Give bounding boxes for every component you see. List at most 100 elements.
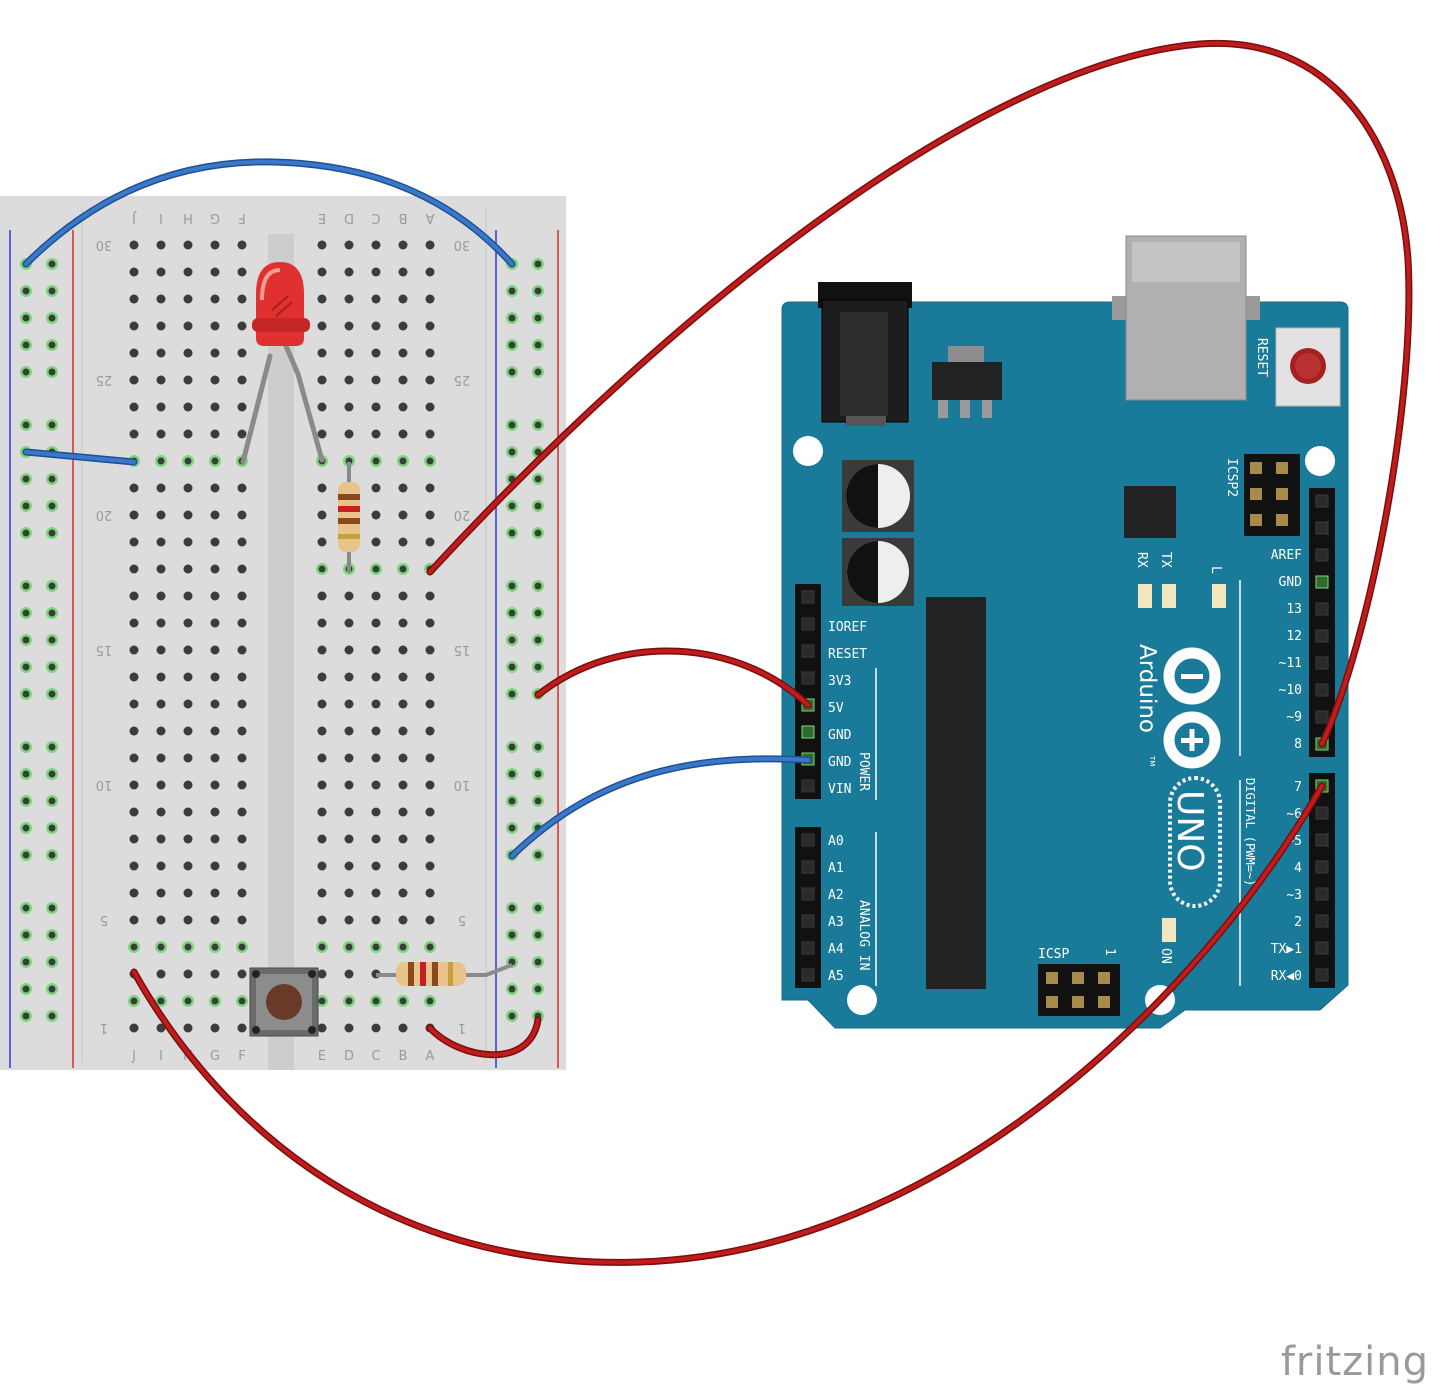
breadboard-hole[interactable] [317,402,327,412]
breadboard-hole[interactable] [210,294,220,304]
breadboard-hole[interactable] [237,375,247,385]
breadboard-hole[interactable] [129,348,139,358]
breadboard-hole[interactable] [398,267,408,277]
breadboard-hole[interactable] [129,618,139,628]
breadboard-hole[interactable] [129,537,139,547]
breadboard-hole[interactable] [371,1023,381,1033]
breadboard-hole[interactable] [317,807,327,817]
breadboard-hole[interactable] [210,375,220,385]
breadboard-hole[interactable] [398,699,408,709]
breadboard-hole[interactable] [371,402,381,412]
breadboard-hole[interactable] [237,564,247,574]
breadboard-hole[interactable] [398,753,408,763]
breadboard-hole[interactable] [237,780,247,790]
breadboard-hole[interactable] [183,510,193,520]
breadboard-hole[interactable] [398,834,408,844]
breadboard-hole[interactable] [344,699,354,709]
breadboard-hole[interactable] [210,537,220,547]
breadboard-hole[interactable] [183,915,193,925]
led-resistor[interactable] [338,462,360,572]
breadboard-hole[interactable] [398,1023,408,1033]
breadboard-hole[interactable] [425,294,435,304]
breadboard-hole[interactable] [210,888,220,898]
breadboard-hole[interactable] [210,753,220,763]
breadboard-hole[interactable] [237,483,247,493]
breadboard-hole[interactable] [398,375,408,385]
breadboard-hole[interactable] [317,672,327,682]
header-pin[interactable] [801,887,815,901]
breadboard-hole[interactable] [129,915,139,925]
breadboard-hole[interactable] [129,726,139,736]
header-pin[interactable] [801,671,815,685]
breadboard-hole[interactable] [398,780,408,790]
breadboard-hole[interactable] [183,240,193,250]
breadboard-hole[interactable] [237,321,247,331]
breadboard-hole[interactable] [156,672,166,682]
pushbutton[interactable] [249,967,319,1037]
header-pin[interactable] [801,860,815,874]
header-pin[interactable] [1315,602,1329,616]
breadboard-hole[interactable] [425,240,435,250]
breadboard-hole[interactable] [425,375,435,385]
header-pin[interactable] [1315,860,1329,874]
header-pin[interactable] [1315,833,1329,847]
breadboard-hole[interactable] [425,510,435,520]
breadboard-hole[interactable] [156,348,166,358]
breadboard-hole[interactable] [371,618,381,628]
breadboard-hole[interactable] [210,348,220,358]
header-pin[interactable] [1315,968,1329,982]
breadboard-hole[interactable] [183,618,193,628]
breadboard-hole[interactable] [156,510,166,520]
breadboard-hole[interactable] [425,483,435,493]
breadboard-hole[interactable] [317,915,327,925]
breadboard-hole[interactable] [317,861,327,871]
breadboard-hole[interactable] [344,402,354,412]
breadboard-hole[interactable] [371,861,381,871]
breadboard-hole[interactable] [129,699,139,709]
breadboard-hole[interactable] [129,807,139,817]
breadboard-hole[interactable] [425,915,435,925]
breadboard-hole[interactable] [344,267,354,277]
breadboard-hole[interactable] [156,321,166,331]
breadboard-hole[interactable] [156,375,166,385]
breadboard-hole[interactable] [129,294,139,304]
breadboard-hole[interactable] [156,699,166,709]
breadboard-hole[interactable] [344,753,354,763]
breadboard-hole[interactable] [425,591,435,601]
header-pin[interactable] [1315,521,1329,535]
breadboard-hole[interactable] [398,672,408,682]
header-pin[interactable] [801,617,815,631]
breadboard-hole[interactable] [183,348,193,358]
breadboard-hole[interactable] [210,726,220,736]
breadboard-hole[interactable] [398,294,408,304]
breadboard-hole[interactable] [183,780,193,790]
breadboard-hole[interactable] [156,267,166,277]
breadboard-hole[interactable] [398,348,408,358]
breadboard-hole[interactable] [317,483,327,493]
breadboard-hole[interactable] [344,969,354,979]
breadboard-hole[interactable] [371,888,381,898]
breadboard-hole[interactable] [183,699,193,709]
breadboard-hole[interactable] [398,402,408,412]
breadboard-hole[interactable] [237,618,247,628]
breadboard-hole[interactable] [371,375,381,385]
breadboard-hole[interactable] [183,483,193,493]
breadboard-hole[interactable] [129,780,139,790]
breadboard-hole[interactable] [237,429,247,439]
breadboard-hole[interactable] [156,645,166,655]
breadboard-hole[interactable] [398,537,408,547]
breadboard-hole[interactable] [237,1023,247,1033]
breadboard-hole[interactable] [183,834,193,844]
breadboard-hole[interactable] [210,483,220,493]
breadboard-hole[interactable] [129,888,139,898]
breadboard-hole[interactable] [425,726,435,736]
breadboard-hole[interactable] [371,726,381,736]
breadboard-hole[interactable] [129,1023,139,1033]
breadboard-hole[interactable] [237,834,247,844]
header-pin[interactable] [1315,575,1329,589]
header-pin[interactable] [801,914,815,928]
breadboard-hole[interactable] [425,699,435,709]
breadboard-hole[interactable] [398,645,408,655]
breadboard-hole[interactable] [344,888,354,898]
breadboard-hole[interactable] [371,429,381,439]
